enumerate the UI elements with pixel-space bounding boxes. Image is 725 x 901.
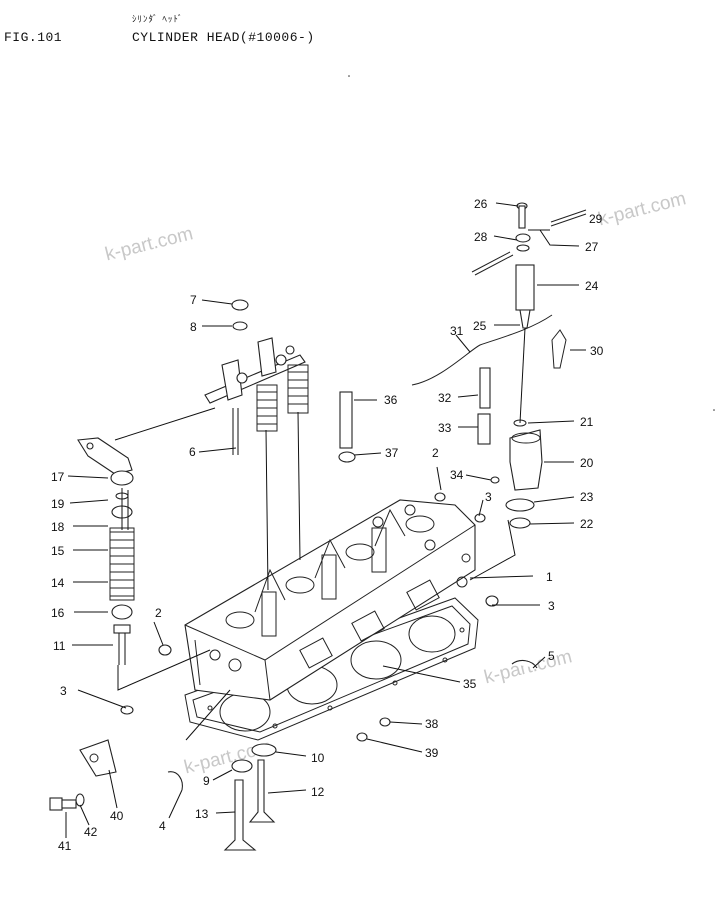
callout-28: 28 bbox=[474, 230, 488, 244]
head-gasket bbox=[184, 597, 479, 741]
callout-37: 37 bbox=[385, 446, 399, 460]
rocker-arm-assembly bbox=[204, 337, 306, 404]
callout-3: 3 bbox=[548, 599, 555, 613]
callout-26: 26 bbox=[474, 197, 488, 211]
callout-30: 30 bbox=[590, 344, 604, 358]
figure-number: FIG.101 bbox=[4, 30, 63, 45]
callout-12: 12 bbox=[311, 785, 325, 799]
callout-35: 35 bbox=[463, 677, 477, 691]
callout-18: 18 bbox=[51, 520, 65, 534]
callout-25: 25 bbox=[473, 319, 487, 333]
callout-10: 10 bbox=[311, 751, 325, 765]
callout-9: 9 bbox=[203, 774, 210, 788]
callout-20: 20 bbox=[580, 456, 594, 470]
callout-8: 8 bbox=[190, 320, 197, 334]
callout-15: 15 bbox=[51, 544, 65, 558]
callout-41: 41 bbox=[58, 839, 72, 853]
leader-lines bbox=[65, 202, 586, 838]
page-title: CYLINDER HEAD(#10006-) bbox=[132, 30, 315, 45]
callout-5: 5 bbox=[548, 649, 555, 663]
callout-1: 1 bbox=[546, 570, 553, 584]
callout-22: 22 bbox=[580, 517, 594, 531]
callout-13: 13 bbox=[195, 807, 209, 821]
callout-39: 39 bbox=[425, 746, 439, 760]
callout-40: 40 bbox=[110, 809, 124, 823]
callout-6: 6 bbox=[189, 445, 196, 459]
callout-42: 42 bbox=[84, 825, 98, 839]
callout-11: 11 bbox=[53, 639, 66, 653]
callout-2: 2 bbox=[155, 606, 162, 620]
callout-27: 27 bbox=[585, 240, 599, 254]
callout-36: 36 bbox=[384, 393, 398, 407]
callout-33: 33 bbox=[438, 421, 452, 435]
valve-spring-left bbox=[109, 470, 135, 620]
callout-29: 29 bbox=[589, 212, 603, 226]
callout-24: 24 bbox=[585, 279, 599, 293]
callout-34: 34 bbox=[450, 468, 464, 482]
callout-32: 32 bbox=[438, 391, 452, 405]
title-japanese: ｼﾘﾝﾀﾞ ﾍｯﾄﾞ bbox=[132, 15, 184, 25]
callout-7: 7 bbox=[190, 293, 197, 307]
callout-21: 21 bbox=[580, 415, 594, 429]
rocker-arm bbox=[77, 437, 133, 475]
callout-14: 14 bbox=[51, 576, 65, 590]
callout-38: 38 bbox=[425, 717, 439, 731]
callout-31: 31 bbox=[450, 324, 464, 338]
injector-assembly bbox=[411, 202, 587, 529]
callout-2: 2 bbox=[432, 446, 439, 460]
callout-3: 3 bbox=[485, 490, 492, 504]
callout-4: 4 bbox=[159, 819, 166, 833]
callout-19: 19 bbox=[51, 497, 65, 511]
callout-labels: 1 2 2 3 3 3 4 5 6 7 8 9 10 11 12 13 14 1… bbox=[51, 197, 604, 853]
callout-3: 3 bbox=[60, 684, 67, 698]
cylinder-head-body bbox=[184, 499, 476, 701]
callout-23: 23 bbox=[580, 490, 594, 504]
callout-16: 16 bbox=[51, 606, 65, 620]
callout-17: 17 bbox=[51, 470, 65, 484]
